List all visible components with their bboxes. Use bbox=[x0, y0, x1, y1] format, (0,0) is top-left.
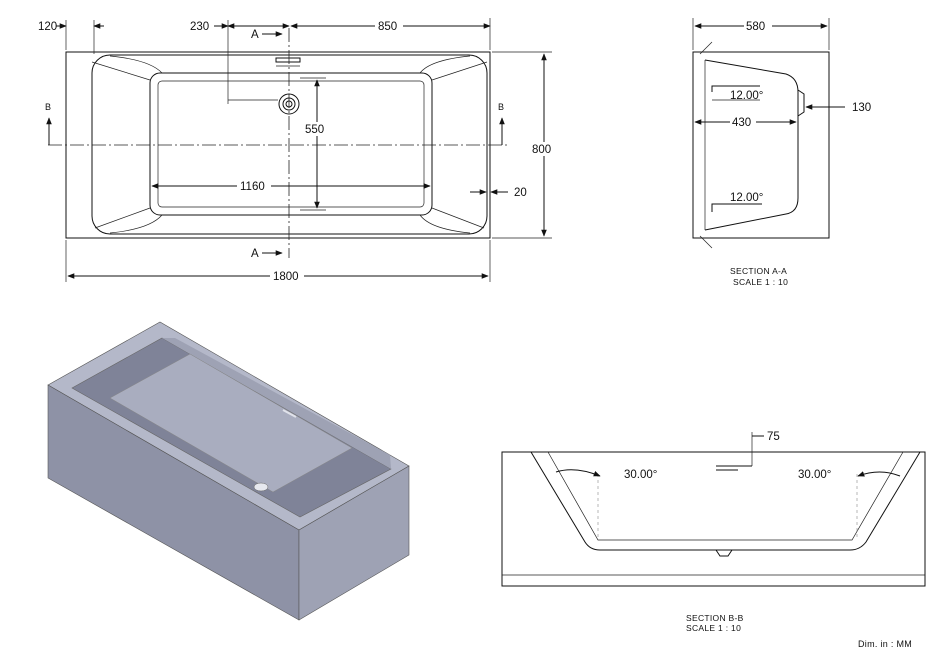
dim-1800: 1800 bbox=[273, 271, 299, 283]
section-bb-scale: SCALE 1 : 10 bbox=[686, 623, 741, 633]
dim-430: 430 bbox=[732, 117, 751, 129]
dim-20: 20 bbox=[514, 187, 527, 199]
tub-rim bbox=[91, 54, 488, 235]
cut-label-a-top: A bbox=[251, 29, 259, 41]
dim-550: 550 bbox=[305, 124, 324, 136]
angle-left: 30.00° bbox=[624, 469, 657, 481]
section-aa-title: SECTION A-A bbox=[730, 266, 787, 276]
dim-75: 75 bbox=[767, 431, 780, 443]
tub-side-face bbox=[298, 465, 410, 621]
section-aa-outline bbox=[692, 51, 830, 239]
section-aa-scale: SCALE 1 : 10 bbox=[733, 277, 788, 287]
dim-130: 130 bbox=[852, 102, 871, 114]
angle-bottom: 12.00° bbox=[730, 192, 763, 204]
section-bb: 75 30.00° 30.00° SECTION B-B SCALE 1 : 1… bbox=[501, 431, 926, 633]
section-aa: 580 12.00° 130 430 12.00° SECTION A-A SC… bbox=[692, 18, 871, 287]
angle-top: 12.00° bbox=[730, 90, 763, 102]
cut-label-a-bottom: A bbox=[251, 248, 259, 260]
angle-right: 30.00° bbox=[798, 469, 831, 481]
cut-label-b-right: B bbox=[498, 102, 504, 112]
isometric-tub bbox=[47, 321, 410, 621]
basin-floor bbox=[149, 72, 433, 216]
dim-1160: 1160 bbox=[240, 181, 265, 193]
units-note: Dim. in : MM bbox=[858, 639, 912, 649]
dim-580: 580 bbox=[746, 21, 765, 33]
dim-800: 800 bbox=[532, 144, 551, 156]
cut-label-b-left: B bbox=[45, 102, 51, 112]
dim-120: 120 bbox=[38, 21, 57, 33]
dim-850: 850 bbox=[378, 21, 397, 33]
top-view: A A B B 120 230 850 550 bbox=[38, 18, 557, 283]
tub-floor bbox=[109, 353, 353, 493]
drain-icon bbox=[253, 482, 269, 492]
section-bb-outline bbox=[501, 451, 926, 587]
section-bb-title: SECTION B-B bbox=[686, 613, 744, 623]
dim-230: 230 bbox=[190, 21, 209, 33]
